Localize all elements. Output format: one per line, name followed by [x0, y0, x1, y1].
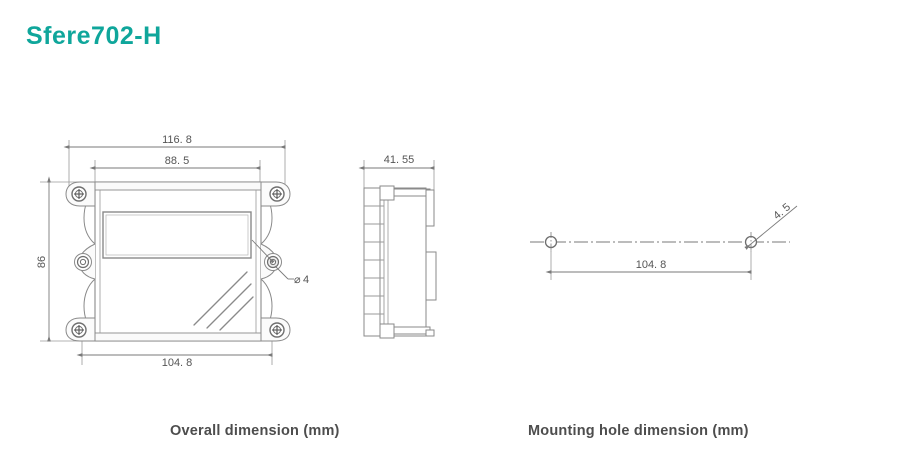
dimension-88-5-label: 88. 5 — [165, 155, 189, 167]
corner-screw-bottom-left — [71, 322, 87, 338]
dimension-41-55-label: 41. 55 — [384, 154, 415, 166]
side-profile-outline — [363, 187, 427, 337]
dimension-86-label: 86 — [36, 256, 48, 268]
dimension-116-8: 116. 8 — [63, 134, 286, 190]
mounting-hole-view: 4. 5 104. 8 — [530, 201, 798, 280]
corner-screw-top-right — [269, 186, 285, 202]
hole-diameter-symbol: ⌀ — [294, 274, 301, 286]
caption-mounting-hole-dimension: Mounting hole dimension (mm) — [528, 423, 749, 439]
dimension-104-8-front-label: 104. 8 — [162, 357, 193, 369]
diagonal-ridge-detail — [193, 271, 254, 331]
mounting-hole-diameter-label: 4. 5 — [771, 201, 793, 222]
hole-diameter-value: 4 — [303, 274, 309, 286]
corner-screw-top-left — [71, 186, 87, 202]
page-title: Sfere702-H — [26, 22, 162, 50]
dimension-104-8-spacing: 104. 8 — [545, 248, 752, 280]
dimension-104-8-spacing-label: 104. 8 — [636, 259, 667, 271]
hole-diameter-callout: ⌀ 4 — [251, 239, 309, 286]
dimension-86: 86 — [36, 176, 80, 342]
side-top-mounting-ear — [379, 185, 431, 201]
display-window — [102, 211, 252, 259]
caption-overall-dimension: Overall dimension (mm) — [170, 423, 340, 439]
side-rear-clip-profile — [425, 189, 437, 337]
corner-screw-bottom-right — [269, 322, 285, 338]
front-housing-outline — [94, 181, 262, 342]
mid-mounting-hole-left — [74, 253, 92, 271]
dimension-41-55: 41. 55 — [358, 154, 435, 190]
front-view: 116. 8 88. 5 86 104. 8 — [36, 134, 309, 369]
dimension-116-8-label: 116. 8 — [162, 134, 192, 146]
side-view: 41. 55 — [358, 154, 437, 339]
